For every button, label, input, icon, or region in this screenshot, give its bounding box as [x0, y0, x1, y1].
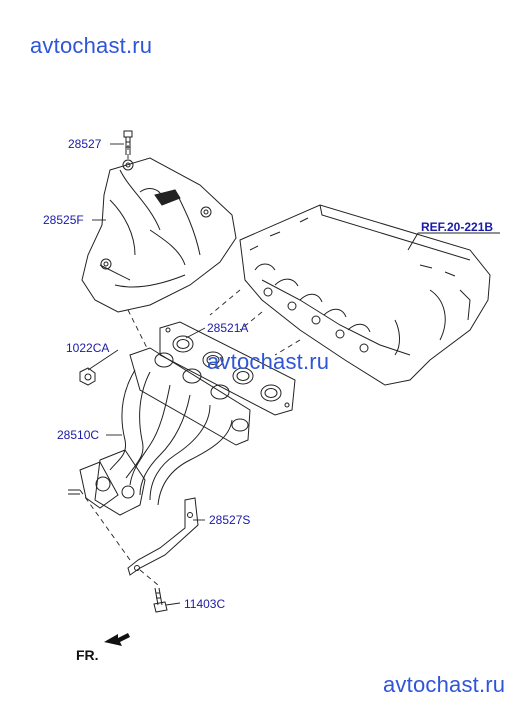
exhaust-manifold-drawing [68, 347, 251, 516]
watermark-bottom: avtochast.ru [383, 672, 506, 697]
leader-lines [87, 143, 206, 606]
watermark-top: avtochast.ru [30, 33, 153, 58]
front-arrow-icon [104, 633, 130, 646]
part-label-28527: 28527 [68, 137, 102, 151]
part-label-1022ca: 1022CA [66, 341, 110, 355]
part-label-11403c: 11403C [184, 597, 226, 611]
bolt-28527-drawing [123, 130, 133, 155]
nut-drawing [79, 367, 96, 386]
direction-label: FR. [76, 647, 99, 663]
part-label-28510c: 28510C [57, 428, 100, 442]
gasket-drawing [159, 321, 296, 416]
watermark-middle: avtochast.ru [207, 349, 330, 374]
cylinder-head-drawing [239, 204, 491, 386]
bolt-11403c-drawing [153, 587, 168, 613]
heat-shield-drawing [81, 157, 237, 313]
ref-leader-line [407, 232, 419, 251]
part-label-28525f: 28525F [43, 213, 84, 227]
part-label-28527s: 28527S [209, 513, 251, 527]
ref-label: REF.20-221B [421, 220, 494, 234]
part-label-28521a: 28521A [207, 321, 249, 335]
bracket-drawing [127, 497, 199, 576]
